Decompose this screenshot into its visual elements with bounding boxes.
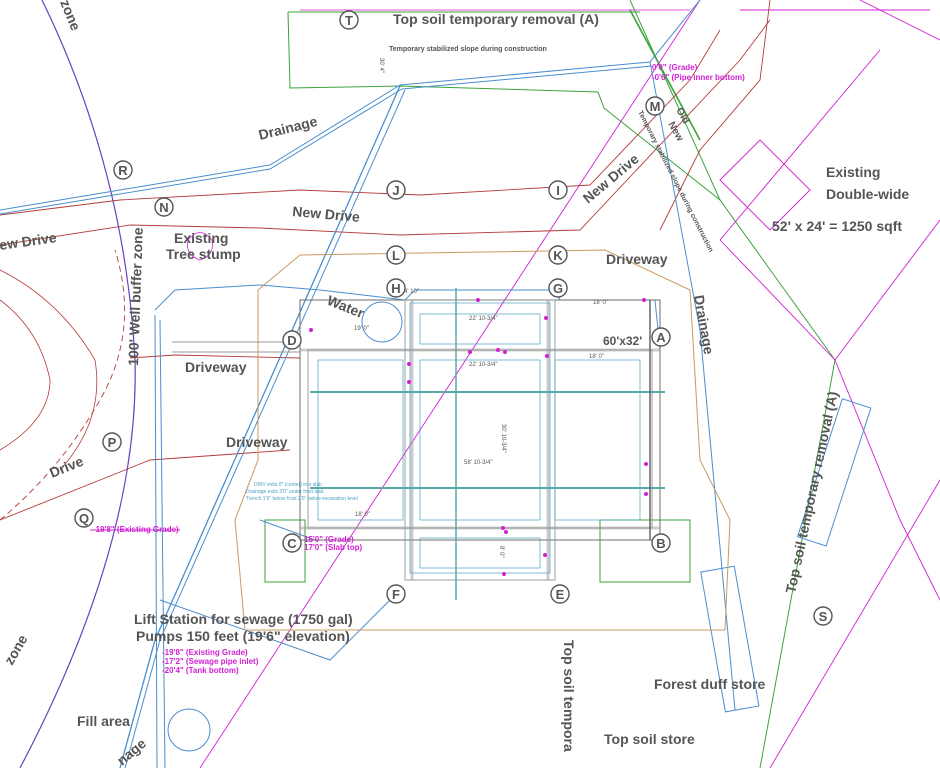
lift-station-label-1: Lift Station for sewage (1750 gal): [134, 611, 353, 627]
marker-s: S: [813, 606, 833, 626]
water-label: Water: [325, 292, 367, 321]
drainage-lines: [0, 0, 872, 768]
svg-text:C: C: [287, 536, 297, 551]
driveway-left-label-1: Driveway: [185, 359, 247, 375]
svg-text:Q: Q: [79, 511, 89, 526]
svg-text:H: H: [391, 281, 400, 296]
marker-k: K: [548, 245, 568, 265]
drive-left-label: Drive: [47, 453, 86, 481]
existing-stump-label-2: Tree stump: [166, 246, 241, 262]
slab-top-label: 17'0" (Slab top): [304, 543, 362, 552]
marker-p: P: [102, 432, 122, 452]
lift-grade-label: -19'8" (Existing Grade): [162, 648, 248, 657]
svg-text:K: K: [553, 248, 563, 263]
svg-text:S: S: [819, 609, 828, 624]
magenta-lines: [90, 0, 940, 768]
marker-q: Q: [74, 508, 94, 528]
house-size-label: 60'x32': [603, 334, 642, 348]
dim-22-10-top: 22' 10-3/4": [469, 316, 498, 322]
lift-inlet-label: -17'2" (Sewage pipe inlet): [162, 657, 259, 666]
dw-size-label: 52' x 24' = 1250 sqft: [772, 218, 902, 234]
drainage-top-label: Drainage: [257, 113, 319, 143]
dwv-note-1: DWV exits 0" (center) into slab: [254, 482, 322, 488]
top-soil-removal-label: Top soil temporary removal (A): [393, 11, 599, 27]
existing-dw-label-1: Existing: [826, 164, 880, 180]
svg-text:L: L: [392, 248, 400, 263]
svg-text:M: M: [650, 99, 661, 114]
grade-c-label: 15'0" (Grade): [304, 535, 354, 544]
zone-bottom-label: zone: [1, 632, 31, 668]
marker-m: M: [645, 96, 665, 116]
driveway-outline: [234, 249, 731, 631]
marker-t: T: [339, 10, 359, 30]
marker-f: F: [386, 584, 406, 604]
marker-g: G: [548, 278, 568, 298]
grade-q-label: -19'8" (Existing Grade): [93, 525, 179, 534]
marker-j: J: [386, 180, 406, 200]
top-soil-removal-right-label: Top soil temporary removal (A): [782, 390, 840, 595]
svg-text:D: D: [287, 333, 296, 348]
existing-stump-label-1: Existing: [174, 230, 228, 246]
svg-text:N: N: [159, 200, 168, 215]
dwv-note-3: Trench 1'6" below frost 2'0" below excav…: [246, 496, 358, 502]
svg-text:B: B: [656, 536, 665, 551]
fill-area-label: Fill area: [77, 713, 130, 729]
svg-text:P: P: [108, 435, 117, 450]
lift-tank-label: -20'4" (Tank bottom): [162, 666, 239, 675]
temp-slope-label: Temporary stabilized slope during constr…: [389, 46, 547, 53]
top-soil-vertical-label: Top soil tempora: [561, 640, 577, 752]
svg-text:I: I: [556, 183, 560, 198]
dwv-note-2: Drainage exits 3'0" under frost slab: [246, 489, 324, 495]
marker-r: R: [113, 160, 133, 180]
drainage-right-label: Drainage: [691, 294, 717, 356]
dim-18-bottom: 18' 0": [355, 512, 370, 518]
dim-8: 8' 0": [498, 546, 504, 558]
well-buffer-arc: [0, 0, 136, 768]
dim-22-10-mid: 22' 10-3/4": [469, 362, 498, 368]
driveway-right-label: Driveway: [606, 251, 668, 267]
driveway-left-label-2: Driveway: [226, 434, 288, 450]
zone-top-label: zone: [57, 0, 84, 33]
svg-text:R: R: [118, 163, 128, 178]
dim-18-mid: 18' 0": [589, 354, 604, 360]
dim-18-top: 18' 0": [593, 300, 608, 306]
svg-text:A: A: [656, 330, 666, 345]
marker-e: E: [550, 584, 570, 604]
new-drive-edge-label: ew Drive: [0, 229, 58, 253]
forest-duff-label: Forest duff store: [654, 676, 765, 692]
svg-text:E: E: [556, 587, 565, 602]
pipe-inner-label: -0'6" (Pipe inner bottom): [652, 73, 745, 82]
dim-30-4: 30' 4": [378, 58, 384, 73]
dim-58: 58' 10-3/4": [464, 460, 493, 466]
dim-19: 19' 0": [354, 326, 369, 332]
top-soil-store-label: Top soil store: [604, 731, 695, 747]
well-buffer-label: 100' Well buffer zone: [125, 227, 146, 366]
marker-c: C: [282, 533, 302, 553]
marker-d: D: [282, 330, 302, 350]
dim-30-vertical: 30' 10-3/4": [500, 424, 506, 453]
fixture-dots: [309, 298, 648, 576]
marker-i: I: [548, 180, 568, 200]
marker-a: A: [651, 327, 671, 347]
drainage-bottom-label: nage: [114, 735, 149, 768]
marker-l: L: [386, 245, 406, 265]
dim-4-10: 4' 10": [404, 289, 419, 295]
svg-text:J: J: [392, 183, 399, 198]
svg-text:T: T: [345, 13, 353, 28]
marker-n: N: [154, 197, 174, 217]
tree-stump-outline: [187, 232, 213, 261]
marker-b: B: [651, 533, 671, 553]
grade-label: 0'0" (Grade): [652, 63, 698, 72]
marker-h: H: [386, 278, 406, 298]
existing-dw-label-2: Double-wide: [826, 186, 909, 202]
svg-text:G: G: [553, 281, 563, 296]
new-drive-mid-label: New Drive: [292, 203, 361, 225]
svg-text:F: F: [392, 587, 400, 602]
lift-station-label-2: Pumps 150 feet (19'6" elevation): [136, 628, 350, 644]
